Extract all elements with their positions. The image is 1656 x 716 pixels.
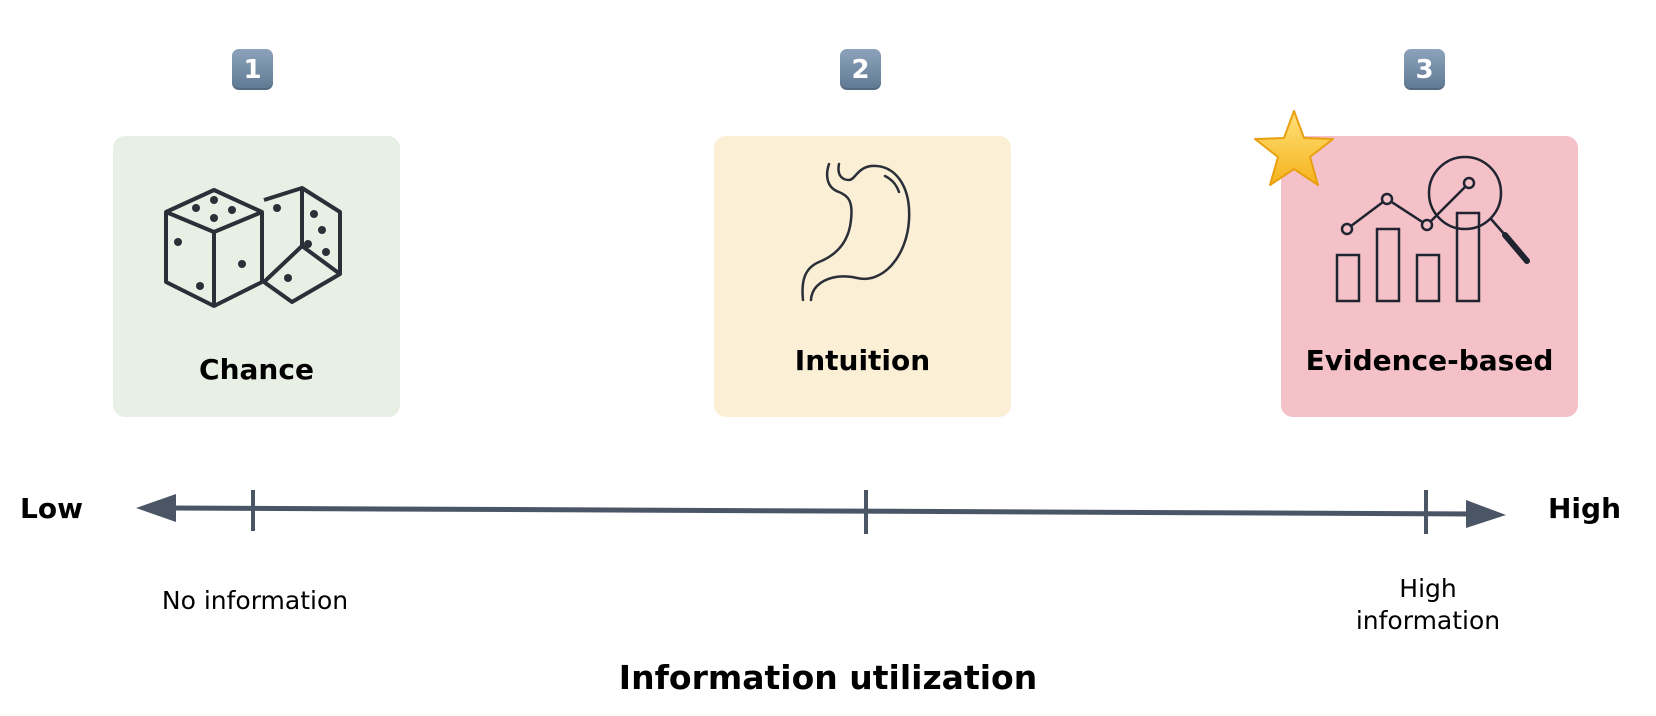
axis-low-label: Low	[20, 492, 83, 525]
axis-arrow-left	[136, 494, 176, 522]
axis-high-label: High	[1548, 492, 1622, 525]
card-label-evidence: Evidence-based	[1305, 344, 1554, 377]
card-evidence: Evidence-based	[1281, 136, 1578, 417]
step-badge-2: 2	[840, 49, 881, 90]
axis-arrow-right	[1466, 500, 1506, 528]
step-badge-3: 3	[1404, 49, 1445, 90]
analytics-icon	[1335, 155, 1530, 303]
step-badge-1: 1	[232, 49, 273, 90]
information-axis	[136, 490, 1506, 534]
card-label-intuition: Intuition	[794, 344, 931, 377]
tick-label-high-information-line2: information	[1355, 606, 1501, 635]
dice-icon	[164, 186, 342, 308]
card-chance: Chance	[113, 136, 400, 417]
stomach-icon	[801, 162, 911, 302]
card-label-chance: Chance	[199, 353, 314, 386]
tick-label-high-information: High information	[1328, 573, 1528, 637]
tick-label-high-information-line1: High	[1399, 574, 1457, 603]
axis-line	[169, 505, 1476, 517]
axis-title: Information utilization	[618, 658, 1038, 697]
card-intuition: Intuition	[714, 136, 1011, 417]
tick-label-no-information: No information	[161, 586, 349, 615]
star-icon	[1254, 110, 1334, 186]
